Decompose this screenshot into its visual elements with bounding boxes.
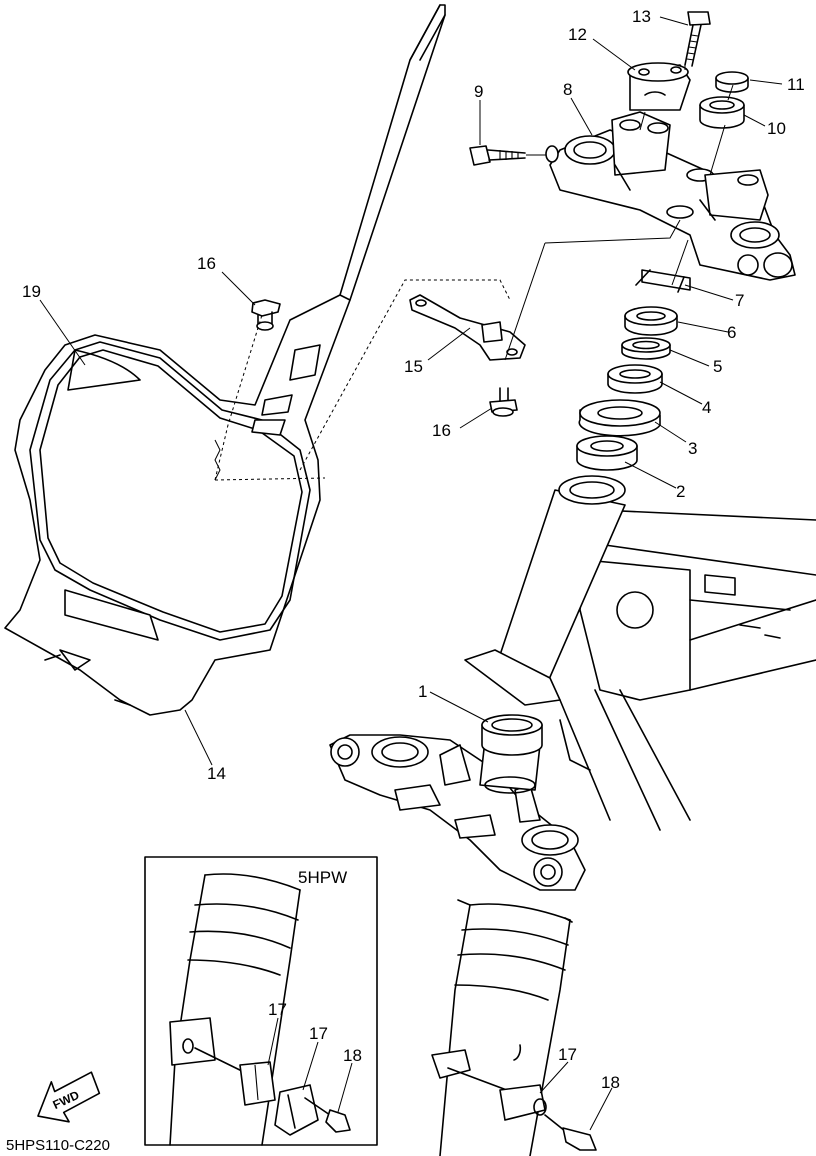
drawing-code: 5HPS110-C220 [6, 1137, 110, 1154]
cap-11 [715, 71, 749, 93]
bolt-16-upper [251, 299, 281, 331]
callout-11: 11 [787, 75, 805, 94]
fwd-arrow-icon: FWD [37, 1071, 101, 1123]
steering-bearing-upper [576, 435, 638, 471]
bolt-13 [684, 11, 711, 67]
callout-12: 12 [568, 25, 587, 44]
callout-16-lower: 16 [432, 421, 451, 440]
leader-lines [39, 16, 783, 1131]
ring-nut-upper [624, 306, 678, 336]
washer [621, 337, 671, 360]
callout-16-upper: 16 [197, 254, 216, 273]
callout-15: 15 [404, 357, 423, 376]
lock-washer [635, 269, 691, 293]
callout-17-right: 17 [558, 1045, 577, 1064]
callout-19: 19 [22, 282, 41, 301]
callout-4: 4 [702, 398, 711, 417]
callout-18-inset: 18 [343, 1046, 362, 1065]
callout-8: 8 [563, 80, 572, 99]
callout-10: 10 [767, 119, 786, 138]
bolt-16-lower [489, 387, 518, 417]
callout-6: 6 [727, 323, 736, 342]
lower-bracket [329, 734, 586, 891]
nut-10 [699, 96, 745, 129]
steering-bearing-lower [481, 714, 543, 756]
callout-18-right: 18 [601, 1073, 620, 1092]
fork-tube-right [431, 899, 597, 1156]
callout-2: 2 [676, 482, 685, 501]
inset-5hpw [144, 856, 378, 1146]
handlebar-holder [627, 62, 691, 111]
callout-3: 3 [688, 439, 697, 458]
head-pipe [464, 475, 626, 706]
inset-label: 5HPW [298, 868, 347, 887]
callout-17-inset-a: 17 [268, 1000, 287, 1019]
callout-labels: 1 2 3 4 5 6 7 8 9 10 11 12 13 14 15 16 1… [22, 7, 805, 1092]
assembly-guide-lines [504, 65, 734, 361]
callout-7: 7 [735, 291, 744, 310]
callout-9: 9 [474, 82, 483, 101]
dashed-guide-lines [214, 279, 511, 481]
callout-17-inset-b: 17 [309, 1024, 328, 1043]
frame [559, 509, 816, 831]
callout-13: 13 [632, 7, 651, 26]
number-plate [4, 4, 446, 716]
ring-nut-lower [607, 364, 663, 394]
cable-guide [409, 294, 526, 361]
callout-14: 14 [207, 764, 226, 783]
callout-1: 1 [418, 682, 427, 701]
upper-bracket [549, 111, 796, 281]
dust-seal [578, 399, 661, 437]
bolt-9 [469, 145, 559, 166]
callout-5: 5 [713, 357, 722, 376]
